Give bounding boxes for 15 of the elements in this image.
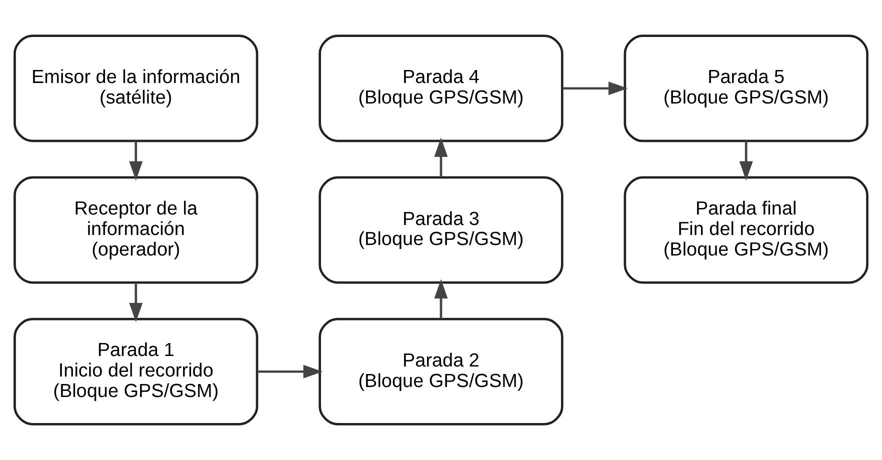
arrow <box>739 141 753 181</box>
arrow <box>434 138 448 178</box>
node-box: Parada 5 (Bloque GPS/GSM) <box>624 34 868 142</box>
node-box: Emisor de la información (satélite) <box>14 34 258 142</box>
node-box: Parada final Fin del recorrido (Bloque GPS/GSM) <box>624 176 868 284</box>
node-box: Parada 1 Inicio del recorrido (Bloque GPS/GSM) <box>14 318 258 426</box>
arrow <box>129 282 143 322</box>
arrow <box>562 82 628 96</box>
arrow <box>434 279 448 319</box>
arrow <box>129 141 143 181</box>
node-box: Receptor de la información (operador) <box>14 176 258 284</box>
node-box: Parada 2 (Bloque GPS/GSM) <box>318 318 564 426</box>
arrow <box>257 364 323 378</box>
node-box: Parada 3 (Bloque GPS/GSM) <box>318 176 564 284</box>
node-box: Parada 4 (Bloque GPS/GSM) <box>318 34 564 142</box>
